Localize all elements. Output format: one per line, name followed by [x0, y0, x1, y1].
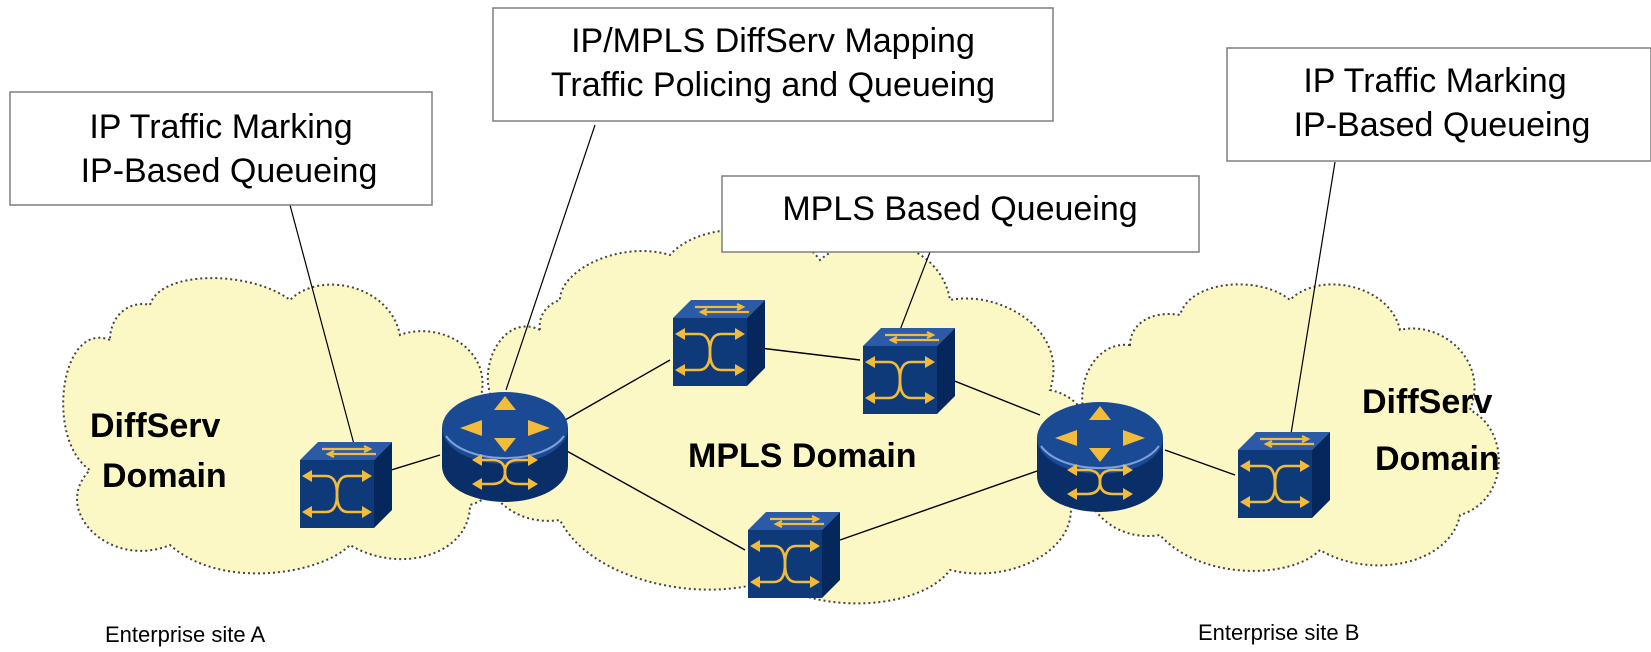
- enterprise-b-cloud: [1081, 283, 1500, 572]
- domain-center-label: MPLS Domain: [688, 437, 917, 475]
- leader-left-callout: [289, 204, 356, 449]
- core-switch-2-icon: [861, 326, 957, 416]
- switch-site-b-icon: [1236, 430, 1332, 520]
- core-switch-3-icon: [746, 510, 842, 600]
- callout-left-line-2: IP-Based Queueing: [81, 152, 378, 190]
- domain-left-line-2: Domain: [102, 457, 227, 495]
- link-edge-router-a-to-core-switch-1: [564, 359, 671, 421]
- domain-right-line-1: DiffServ: [1362, 383, 1492, 421]
- domain-left-line-1: DiffServ: [90, 407, 220, 445]
- mpls-cloud: [479, 228, 1096, 605]
- domain-right-line-2: Domain: [1375, 440, 1500, 478]
- callout-core-line-1: MPLS Based Queueing: [782, 190, 1137, 228]
- callout-right: IP Traffic Marking IP-Based Queueing: [1226, 47, 1651, 162]
- core-switch-1-icon: [671, 298, 767, 388]
- callout-core: MPLS Based Queueing: [721, 175, 1200, 253]
- link-core-switch-2-to-edge-router-b: [951, 379, 1041, 416]
- callout-left-line-1: IP Traffic Marking: [89, 108, 352, 146]
- site-a-label: Enterprise site A: [105, 622, 266, 647]
- link-edge-router-a-to-core-switch-3: [564, 449, 746, 551]
- leader-center-callout: [505, 124, 596, 391]
- leader-core-callout: [899, 251, 931, 331]
- switch-site-a-icon: [298, 440, 394, 530]
- callout-right-line-1: IP Traffic Marking: [1303, 62, 1566, 100]
- callout-center-line-1: IP/MPLS DiffServ Mapping: [571, 22, 975, 60]
- leader-right-callout: [1289, 161, 1336, 441]
- callout-left: IP Traffic Marking IP-Based Queueing: [9, 91, 433, 206]
- callout-center-line-2: Traffic Policing and Queueing: [551, 66, 995, 104]
- edge-router-a-icon: [440, 390, 570, 504]
- edge-router-b-icon: [1035, 400, 1165, 514]
- link-edge-router-b-to-switch-b: [1164, 449, 1236, 476]
- site-b-label: Enterprise site B: [1198, 620, 1359, 645]
- link-core-switch-3-to-edge-router-b: [839, 469, 1041, 541]
- enterprise-a-cloud: [62, 277, 510, 575]
- callout-right-line-2: IP-Based Queueing: [1294, 106, 1591, 144]
- callout-center: IP/MPLS DiffServ Mapping Traffic Policin…: [492, 7, 1054, 122]
- link-core-switch-1-to-core-switch-2: [759, 347, 861, 361]
